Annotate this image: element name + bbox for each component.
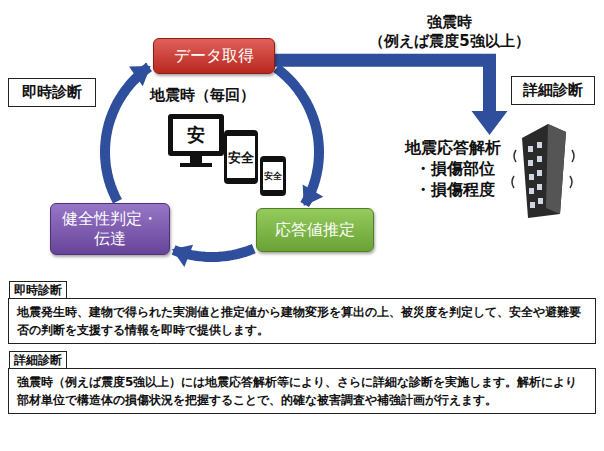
connector-line [105, 67, 149, 201]
analysis-list: 地震応答解析・損傷部位・損傷程度 [405, 138, 501, 200]
flow-arrow [105, 66, 151, 201]
analysis-item: ・損傷部位 [405, 159, 501, 180]
building-side [546, 124, 566, 214]
tablet-screen [227, 136, 255, 178]
shake-marks [512, 150, 574, 188]
box-label: 即時診断 [22, 83, 82, 102]
note-heading: 即時診断 [9, 281, 67, 299]
tablet-icon [224, 130, 258, 184]
monitor-neck [190, 156, 202, 164]
note-body: 地震発生時、建物で得られた実測値と推定値から建物変形を算出の上、被災度を判定して… [9, 299, 595, 343]
flow-arrow [275, 60, 507, 135]
monitor-icon [168, 114, 224, 167]
note-body: 強震時（例えば震度5強以上）には地震応答解析等により、さらに詳細な診断を実施しま… [9, 369, 595, 413]
process-box: 応答値推定 [256, 208, 374, 252]
arrow-head [129, 66, 151, 86]
monitor-screen [173, 119, 219, 151]
note-box: 即時診断地震発生時、建物で得られた実測値と推定値から建物変形を算出の上、被災度を… [8, 298, 596, 344]
building-body [522, 124, 566, 218]
flow-arrow [172, 245, 254, 267]
building-windows [528, 142, 543, 208]
box-label: 詳細診断 [523, 81, 583, 100]
connector-line [276, 68, 319, 204]
arrow-head [303, 184, 324, 206]
box-label: データ取得 [174, 46, 254, 66]
process-box: データ取得 [153, 38, 275, 74]
analysis-item: ・損傷程度 [405, 180, 501, 201]
edge-label: 強震時 （例えば震度5強以上） [349, 13, 549, 51]
arrow-head [471, 111, 507, 135]
note-heading: 詳細診断 [9, 351, 67, 369]
arrow-head [172, 245, 193, 267]
analysis-title: 地震応答解析 [405, 138, 501, 159]
box-label: 健全性判定・ 伝達 [57, 209, 163, 249]
center-caption: 地震時（毎回） [150, 88, 255, 103]
screen-text: 安全 [228, 151, 254, 164]
stage-tag: 即時診断 [8, 78, 96, 107]
flow-arrow [276, 68, 323, 206]
phone-icon [260, 156, 286, 196]
process-box: 健全性判定・ 伝達 [50, 203, 170, 255]
stage-tag: 詳細診断 [511, 76, 595, 105]
box-label: 応答値推定 [275, 220, 355, 240]
phone-frame [260, 156, 286, 196]
building-icon [512, 124, 574, 218]
screen-text: 安全 [264, 172, 282, 181]
tablet-frame [224, 130, 258, 184]
monitor-frame [168, 114, 224, 156]
phone-screen [263, 162, 283, 190]
connector-line [275, 60, 490, 113]
monitor-foot [180, 163, 212, 167]
note-box: 詳細診断強震時（例えば震度5強以上）には地震応答解析等により、さらに詳細な診断を… [8, 368, 596, 414]
screen-text: 安 [187, 126, 205, 144]
